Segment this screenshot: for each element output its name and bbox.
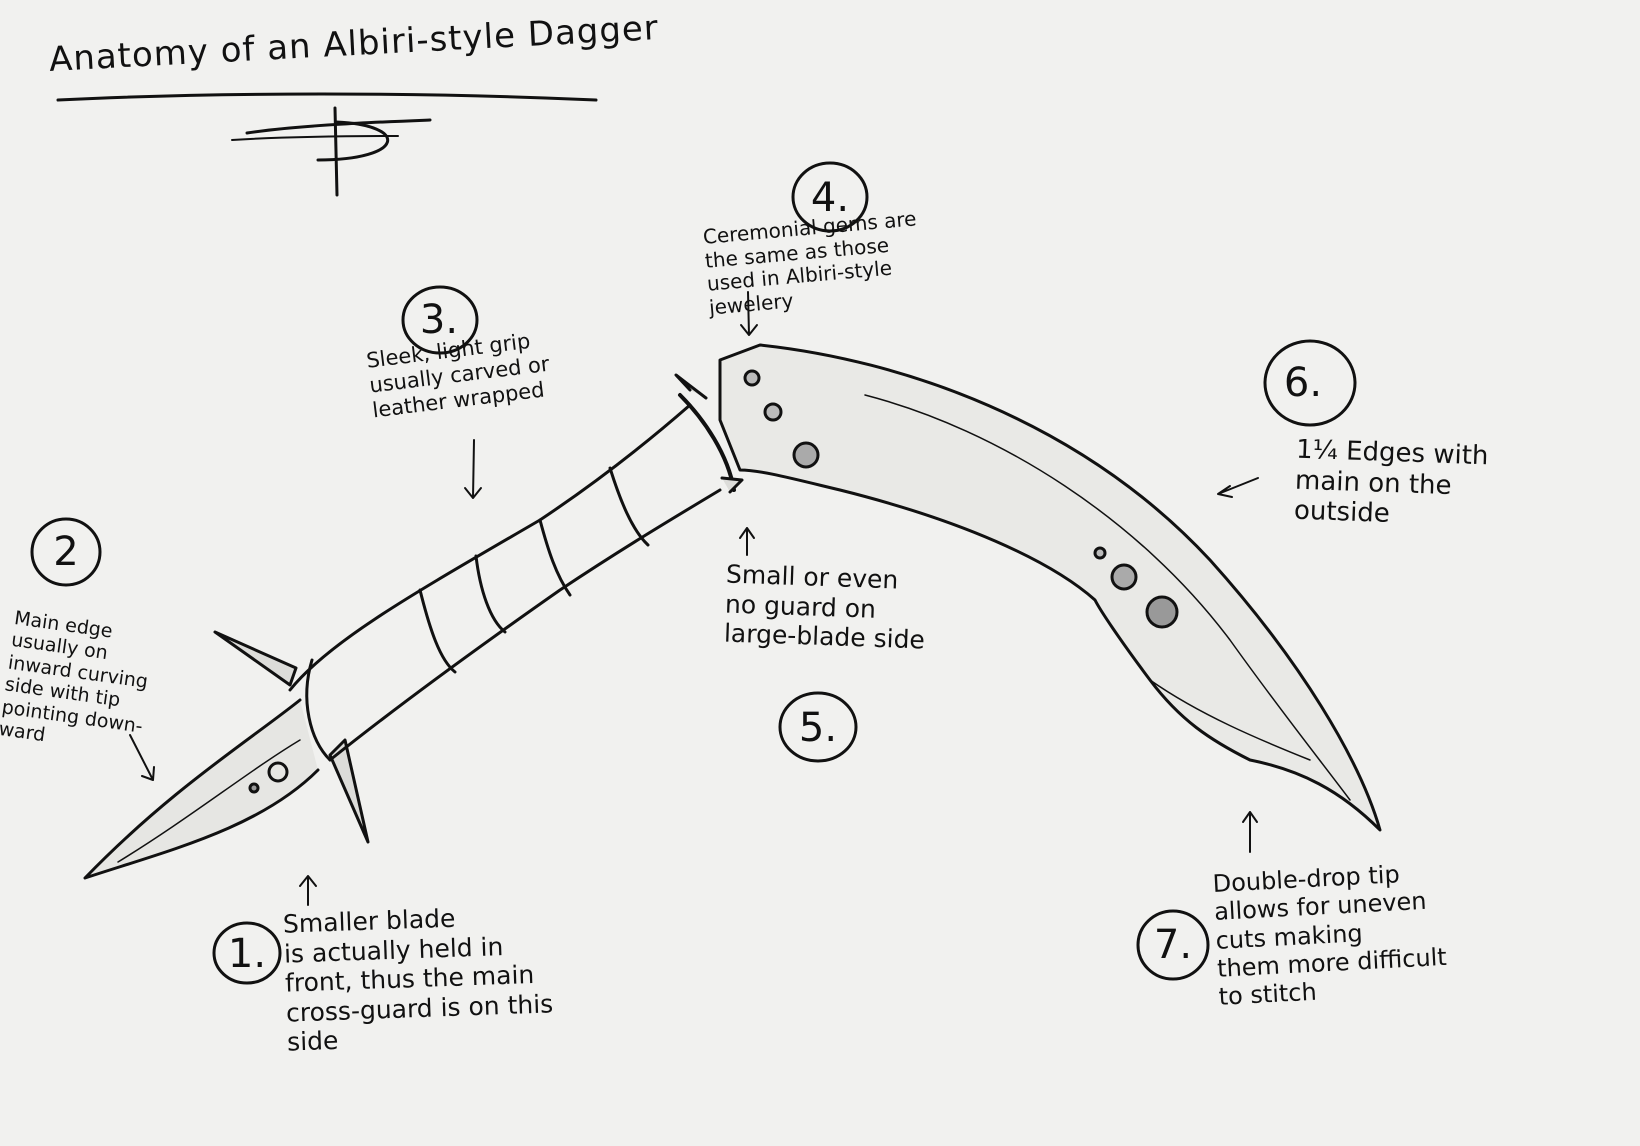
- callout-text-2: Main edge usually on inward curving side…: [0, 607, 150, 747]
- grip-seg-2: [418, 588, 457, 674]
- arrow-3: [464, 439, 482, 499]
- callout-text-6: 1¼ Edges with main on the outside: [1293, 434, 1489, 530]
- callout-circle-5: [778, 691, 858, 763]
- large-blade-gem-3: [792, 441, 820, 469]
- callout-text-7: Double-drop tip allows for uneven cuts m…: [1212, 860, 1448, 1012]
- large-blade-gem-1: [743, 369, 761, 387]
- callout-number-1: 1.: [227, 931, 267, 977]
- grip-seg-3: [474, 554, 507, 634]
- small-blade-edge: [117, 739, 301, 863]
- callout-circle-7: [1136, 909, 1210, 981]
- grip-seg-1: [305, 658, 332, 762]
- grip-seg-5: [608, 466, 650, 547]
- small-blade-gem-2: [248, 782, 260, 794]
- guard-spike-small-2: [720, 476, 744, 494]
- large-blade: [718, 343, 1382, 832]
- title-underline: [56, 92, 598, 102]
- guard-spike-small: [674, 373, 708, 400]
- grip-outline-top: [288, 403, 692, 692]
- grip-seg-4: [538, 518, 572, 597]
- grip-outline-bottom: [328, 488, 722, 762]
- callout-circle-2: [30, 517, 102, 587]
- arrow-4: [740, 291, 758, 336]
- small-blade-gem-1: [267, 761, 289, 783]
- callout-circle-4: [791, 161, 869, 233]
- large-blade-gem-5: [1110, 563, 1138, 591]
- large-blade-gem-6: [1145, 595, 1179, 629]
- large-blade-fuller: [864, 394, 1351, 801]
- callout-number-6: 6.: [1283, 360, 1323, 406]
- guard-spike-lower: [328, 738, 370, 844]
- arrow-2: [129, 734, 155, 781]
- large-blade-tip-bevel: [1149, 679, 1311, 761]
- callout-number-2: 2: [53, 529, 79, 575]
- callout-number-7: 7.: [1153, 922, 1193, 968]
- callout-text-1: Smaller blade is actually held in front,…: [282, 903, 554, 1057]
- callout-number-4: 4.: [810, 175, 850, 221]
- arrow-6: [1217, 477, 1259, 498]
- arrow-1: [299, 875, 317, 906]
- callout-text-5: Small or even no guard on large-blade si…: [723, 559, 926, 655]
- monogram-line-2: [231, 135, 399, 141]
- callout-text-4: Ceremonial gems are the same as those us…: [701, 206, 918, 320]
- callout-circle-3: [401, 285, 479, 355]
- arrow-7: [1242, 811, 1258, 853]
- monogram-bowl: [316, 120, 390, 162]
- large-blade-gem-2: [763, 402, 783, 422]
- callout-circle-6: [1263, 339, 1357, 427]
- callout-number-5: 5.: [798, 705, 838, 751]
- small-blade: [83, 698, 320, 880]
- guard-spike-upper: [213, 630, 298, 687]
- monogram-line-1: [245, 118, 432, 135]
- callout-number-3: 3.: [419, 297, 459, 343]
- callout-circle-1: [212, 921, 282, 985]
- arrow-5: [739, 527, 755, 556]
- large-blade-gem-4: [1093, 546, 1107, 560]
